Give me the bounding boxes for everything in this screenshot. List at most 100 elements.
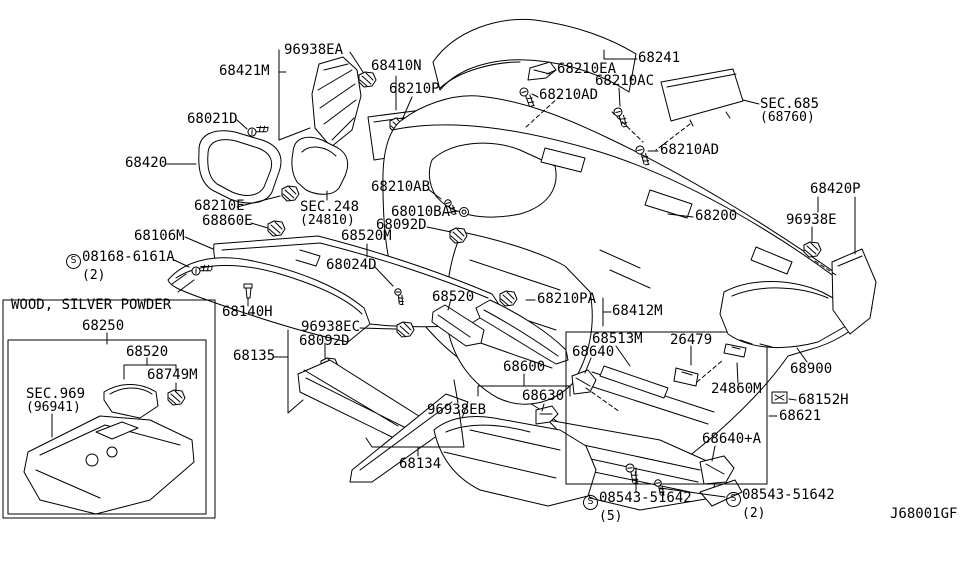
- part-label-96938EC: 96938EC: [301, 320, 360, 334]
- damper-68630-drawing: [536, 406, 558, 424]
- part-label-68860E: 68860E: [202, 214, 253, 228]
- part-number-text: 68421M: [219, 63, 270, 79]
- glove-lid-finisher-68520M-drawing: [168, 258, 370, 342]
- lid-68421M-drawing: [312, 57, 361, 147]
- part-label-26479: 26479: [670, 333, 712, 347]
- part-label-68135: 68135: [233, 349, 275, 363]
- part-label-SEC.248: SEC.248(24810): [300, 200, 359, 227]
- part-label-68520M: 68520M: [341, 229, 392, 243]
- part-label-68092D: 68092D: [299, 334, 350, 348]
- part-label-68600: 68600: [503, 360, 545, 374]
- part-number-text: 68250: [82, 318, 125, 334]
- part-number-text: 68210E: [194, 198, 245, 214]
- part-label-68140H: 68140H: [222, 305, 273, 319]
- cluster-hood-sec248-drawing: [292, 137, 348, 194]
- part-label-68513M: 68513M: [592, 332, 643, 346]
- screw-68210AC-drawing: [610, 106, 632, 129]
- part-number-text: 68412M: [612, 303, 663, 319]
- part-number-text: 68520: [126, 344, 169, 360]
- part-label-68421M: 68421M: [219, 64, 270, 78]
- part-label-J68001GF: J68001GF: [890, 507, 957, 521]
- part-number-text: 68140H: [222, 304, 273, 320]
- screw-symbol-icon: S: [66, 254, 81, 269]
- part-number-text: 68900: [790, 361, 833, 377]
- clip-68210EA-drawing: [528, 62, 556, 80]
- part-label-68520: 68520: [126, 345, 168, 359]
- part-number-text: 68134: [399, 456, 442, 472]
- grommet-68010BA-drawing: [460, 208, 469, 217]
- part-number-text: 68021D: [187, 111, 238, 127]
- band-68412M-drawing: [476, 300, 568, 364]
- part-label-WOOD--SILVER-POWDER: WOOD, SILVER POWDER: [11, 298, 171, 312]
- part-label-SEC.969: SEC.969(96941): [26, 387, 85, 414]
- part-number-text: 68860E: [202, 213, 253, 229]
- part-number-text: 68210PA: [537, 291, 597, 307]
- part-label-68520: 68520: [432, 290, 474, 304]
- part-label-68900: 68900: [790, 362, 832, 376]
- part-number-text: 24860M: [711, 381, 762, 397]
- part-number-text: 68640: [572, 344, 615, 360]
- part-number-text: 08543-51642: [742, 487, 835, 503]
- part-number-text: 96938E: [786, 212, 837, 228]
- part-label-68021D: 68021D: [187, 112, 238, 126]
- part-number-text: 68092D: [376, 217, 427, 233]
- part-number-text: 68106M: [134, 228, 185, 244]
- part-label-68210AC: 68210AC: [595, 74, 654, 88]
- part-number-text: SEC.969: [26, 386, 86, 402]
- part-number-text: 08543-51642: [599, 490, 692, 506]
- part-label-SEC.685: SEC.685(68760): [760, 97, 819, 124]
- part-label-68630: 68630: [522, 389, 564, 403]
- part-number-text: 96938EC: [301, 319, 361, 335]
- part-label-subtext: (2): [82, 268, 106, 283]
- strip-68135-drawing: [298, 360, 422, 438]
- part-label-96938E: 96938E: [786, 213, 837, 227]
- part-number-text: 68210AD: [660, 142, 720, 158]
- part-label-96938EA: 96938EA: [284, 43, 343, 57]
- part-number-text: 08168-6161A: [82, 249, 175, 265]
- part-label-68210AD: 68210AD: [660, 143, 719, 157]
- part-label-68024D: 68024D: [326, 258, 377, 272]
- part-number-text: 68513M: [592, 331, 643, 347]
- part-number-text: 68600: [503, 359, 546, 375]
- clip-68749M-drawing: [167, 389, 186, 406]
- part-number-text: 68200: [695, 208, 738, 224]
- part-label-68412M: 68412M: [612, 304, 663, 318]
- part-number-text: 68640+A: [702, 431, 762, 447]
- part-label-68621: 68621: [779, 409, 821, 423]
- part-label-subtext: (2): [742, 506, 766, 521]
- part-number-text: 68241: [638, 50, 681, 66]
- cluster-lid-68420-drawing: [199, 131, 281, 203]
- part-label-68010BA: 68010BA: [391, 205, 450, 219]
- part-label-68250: 68250: [82, 319, 124, 333]
- part-label-68106M: 68106M: [134, 229, 185, 243]
- part-number-text: 96938EA: [284, 42, 344, 58]
- clip-68860E-drawing: [267, 220, 286, 237]
- clip-96938EC-drawing: [396, 321, 415, 338]
- part-number-text: 68520M: [341, 228, 392, 244]
- clip-96938EA-drawing: [358, 71, 377, 88]
- part-number-text: 68410N: [371, 58, 422, 74]
- part-number-text: 68630: [522, 388, 565, 404]
- part-number-text: 68152H: [798, 392, 849, 408]
- part-number-text: 26479: [670, 332, 713, 348]
- part-label-96938EB: 96938EB: [427, 403, 486, 417]
- part-label-24860M: 24860M: [711, 382, 762, 396]
- screw-symbol-icon: S: [583, 495, 598, 510]
- part-label-68134: 68134: [399, 457, 441, 471]
- wood-strip-68520-drawing: [104, 385, 158, 419]
- clip-96938E-drawing: [803, 241, 822, 258]
- console-sec969-drawing: [24, 416, 194, 514]
- part-label-subtext: (96941): [26, 400, 81, 415]
- part-label-subtext: (24810): [300, 213, 355, 228]
- part-number-text: 68210AC: [595, 73, 655, 89]
- part-label-68420: 68420: [125, 156, 167, 170]
- part-label-68210EA: 68210EA: [557, 62, 616, 76]
- bracket-box-68621: [566, 332, 767, 497]
- pad-68241-drawing: [433, 19, 636, 92]
- part-number-text: 68210AB: [371, 179, 431, 195]
